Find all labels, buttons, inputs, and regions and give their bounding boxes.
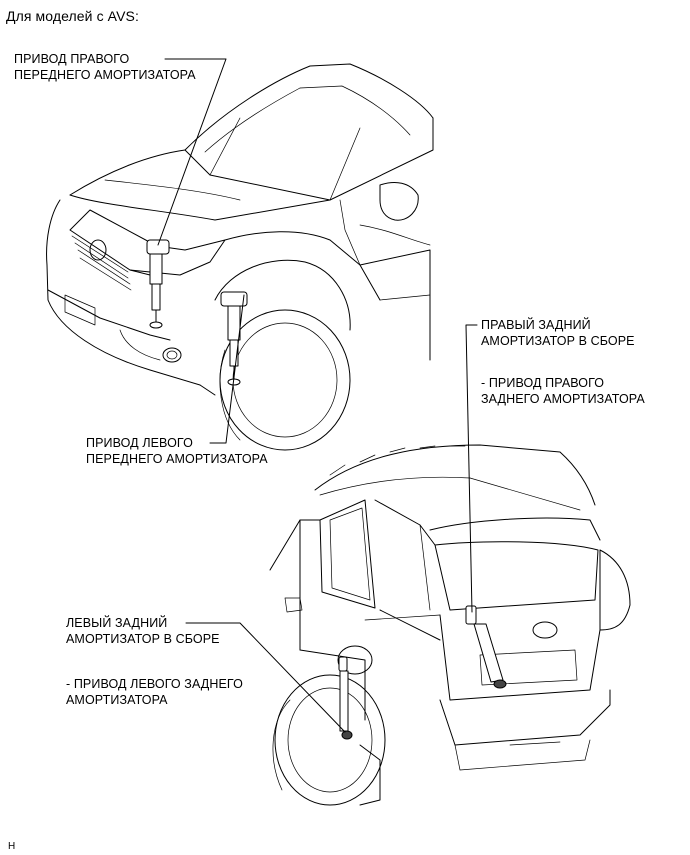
label-rear-right-sub2: ЗАДНЕГО АМОРТИЗАТОРА — [481, 392, 645, 406]
rear-vehicle-drawing — [269, 444, 631, 806]
label-rear-right-sub1: - ПРИВОД ПРАВОГО — [481, 376, 605, 390]
label-front-left-line1: ПРИВОД ЛЕВОГО — [86, 436, 193, 450]
leader-lines — [157, 58, 478, 733]
page-title: Для моделей с AVS: — [6, 8, 139, 24]
front-vehicle-drawing — [46, 63, 434, 451]
label-rear-left-sub1: - ПРИВОД ЛЕВОГО ЗАДНЕГО — [66, 677, 243, 691]
figure-code: H — [8, 841, 16, 852]
label-rear-right-line2: АМОРТИЗАТОР В СБОРЕ — [481, 334, 635, 348]
label-rear-left-line1: ЛЕВЫЙ ЗАДНИЙ — [66, 616, 168, 630]
label-rear-left-line2: АМОРТИЗАТОР В СБОРЕ — [66, 632, 220, 646]
label-front-right-line1: ПРИВОД ПРАВОГО — [14, 52, 130, 66]
label-front-left-line2: ПЕРЕДНЕГО АМОРТИЗАТОРА — [86, 452, 268, 466]
label-rear-right-line1: ПРАВЫЙ ЗАДНИЙ — [481, 318, 591, 332]
label-front-right-line2: ПЕРЕДНЕГО АМОРТИЗАТОРА — [14, 68, 196, 82]
label-rear-left-sub2: АМОРТИЗАТОРА — [66, 693, 168, 707]
